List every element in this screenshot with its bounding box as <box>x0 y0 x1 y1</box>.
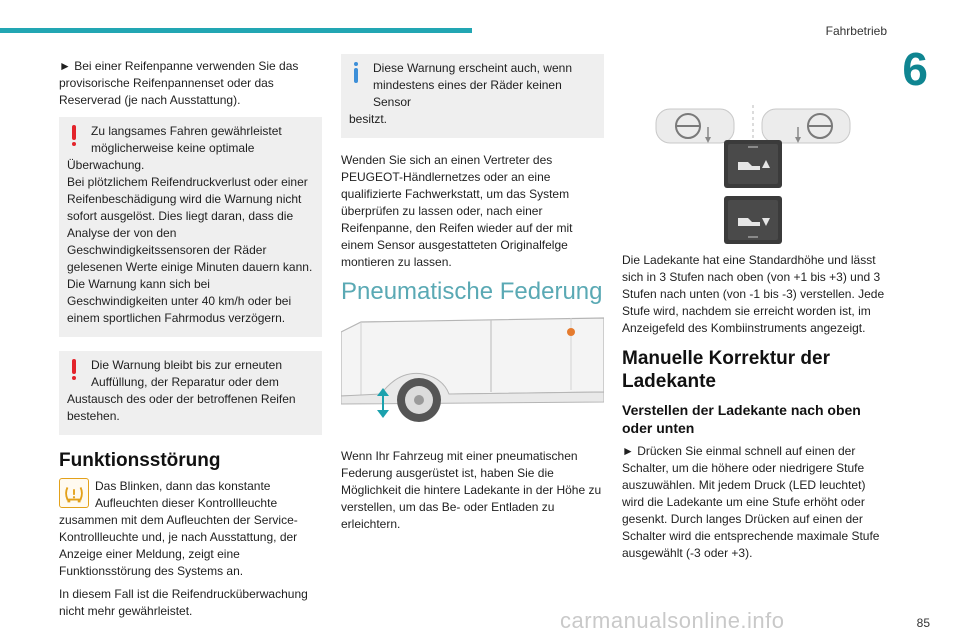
warning-text-rest: Überwachung. <box>67 158 145 172</box>
warning-text-extra2: Die Warnung kann sich bei Geschwindigkei… <box>67 277 292 325</box>
lower-button-illustration <box>724 196 782 244</box>
watermark: carmanualsonline.info <box>560 608 785 633</box>
paragraph-blinking: Das Blinken, dann das konstante Aufleuch… <box>59 479 298 578</box>
chapter-number: 6 <box>902 43 928 95</box>
info-icon <box>353 62 359 84</box>
title-pneumatic-suspension: Pneumatische Federung <box>341 278 603 305</box>
info-text-rest: besitzt. <box>349 112 388 126</box>
paragraph-press-switch: ► Drücken Sie einmal schnell auf einen d… <box>622 444 880 560</box>
info-box-no-sensor: Diese Warnung erscheint auch, wenn minde… <box>341 54 604 138</box>
warning-text-rest: Austausch des oder der betroffenen Reife… <box>67 392 296 423</box>
warning-text-first: Zu langsames Fahren gewährleistet möglic… <box>91 124 282 155</box>
info-text-first: Diese Warnung erscheint auch, wenn minde… <box>373 61 572 109</box>
paragraph-not-guaranteed: In diesem Fall ist die Reifendrucküberwa… <box>59 587 308 618</box>
paragraph-suspension-intro: Wenn Ihr Fahrzeug mit einer pneumatische… <box>341 449 602 531</box>
raise-button-illustration <box>724 140 782 188</box>
heading-malfunction: Funktionsstörung <box>59 450 221 471</box>
column-left: ► Bei einer Reifenpanne verwenden Sie da… <box>59 58 322 626</box>
column-middle: Diese Warnung erscheint auch, wenn minde… <box>341 54 604 539</box>
malfunction-paragraph: Das Blinken, dann das konstante Aufleuch… <box>59 478 322 620</box>
warning-box-persist: Die Warnung bleibt bis zur erneuten Auff… <box>59 351 322 435</box>
header-accent-bar <box>0 28 472 33</box>
page-number: 85 <box>916 616 930 630</box>
warning-text-first: Die Warnung bleibt bis zur erneuten Auff… <box>91 358 282 389</box>
paragraph-spare-wheel: ► Bei einer Reifenpanne verwenden Sie da… <box>59 59 299 107</box>
steering-wheel-controls-illustration <box>655 105 851 153</box>
section-title: Fahrbetrieb <box>825 24 887 38</box>
tire-pressure-warning-icon <box>59 478 89 508</box>
paragraph-load-sill-levels: Die Ladekante hat eine Standardhöhe und … <box>622 253 885 335</box>
warning-box-slow-driving: Zu langsames Fahren gewährleistet möglic… <box>59 117 322 337</box>
warning-exclamation-icon <box>71 125 77 147</box>
heading-manual-correction: Manuelle Korrektur der Ladekante <box>622 348 830 392</box>
column-right: Die Ladekante hat eine Standardhöhe und … <box>622 58 885 568</box>
warning-text-extra1: Bei plötzlichem Reifendruckverlust oder … <box>67 175 313 274</box>
paragraph-dealer: Wenden Sie sich an einen Vertreter des P… <box>341 153 573 269</box>
van-rear-suspension-illustration <box>341 317 604 422</box>
subheading-raise-lower: Verstellen der Ladekante nach oben oder … <box>622 402 861 436</box>
warning-exclamation-icon <box>71 359 77 381</box>
